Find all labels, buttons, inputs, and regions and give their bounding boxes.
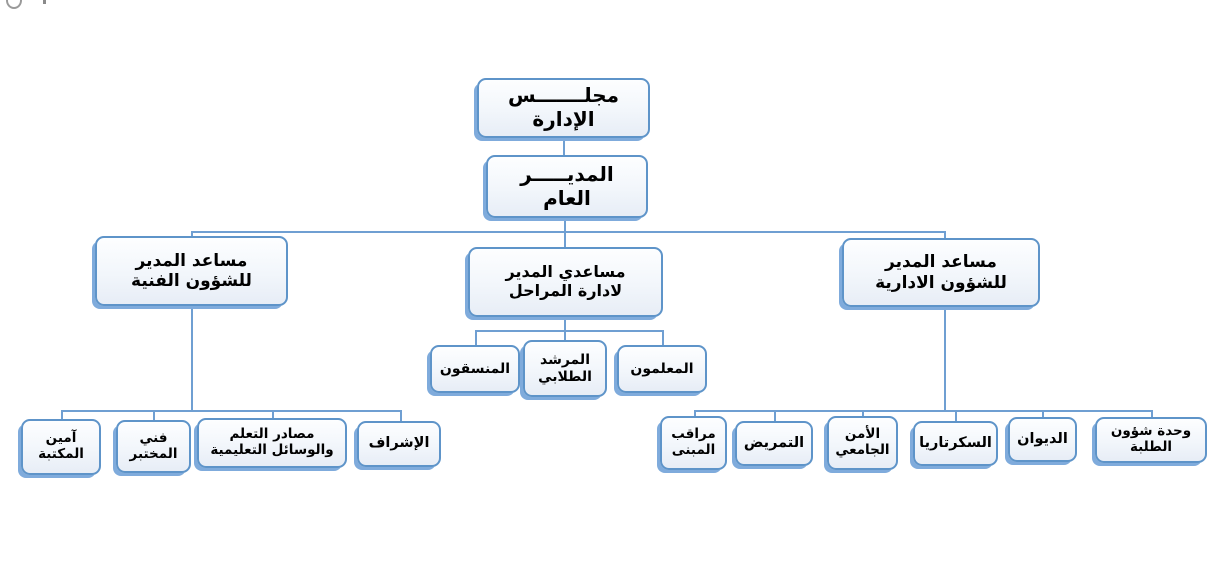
- org-node-assistant-administrative-affairs: مساعد المدير للشؤون الادارية: [842, 238, 1040, 307]
- org-node-teachers-label: المعلمون: [630, 360, 694, 377]
- org-node-diwan-label: الديوان: [1017, 430, 1068, 447]
- org-node-lab-technician: فني المختبر: [116, 420, 191, 473]
- connector-tech-horizontal: [61, 410, 402, 412]
- org-node-supervision-label: الإشراف: [368, 435, 430, 452]
- org-node-supervision: الإشراف: [357, 421, 441, 467]
- org-node-diwan: الديوان: [1008, 417, 1077, 462]
- org-node-assistants-stage-management-label: مساعدي المدير لادارة المراحل: [505, 262, 626, 300]
- connector-stub-diwan: [1042, 410, 1044, 418]
- org-node-student-affairs-unit: وحدة شؤون الطلبة: [1095, 417, 1207, 463]
- org-node-teachers: المعلمون: [617, 345, 707, 393]
- org-node-university-security: الأمن الجامعي: [827, 416, 898, 470]
- org-node-university-security-label: الأمن الجامعي: [835, 426, 890, 458]
- connector-stub-counselor: [564, 330, 566, 341]
- connector-stub-resources: [272, 410, 274, 419]
- org-node-librarian: آمين المكتبة: [21, 419, 101, 475]
- cropped-text-artifact-dot-icon: [43, 0, 46, 4]
- connector-stub-monitor: [694, 410, 696, 417]
- org-node-librarian-label: آمين المكتبة: [38, 430, 84, 462]
- org-node-nursing-label: التمريض: [743, 434, 805, 451]
- org-node-board-label: مجلـــــــس الإدارة: [507, 83, 620, 131]
- org-node-student-affairs-unit-label: وحدة شؤون الطلبة: [1110, 423, 1192, 455]
- connector-admin-horizontal: [694, 410, 1152, 412]
- org-node-coordinators: المنسقون: [430, 345, 520, 393]
- connector-admin-down: [944, 307, 946, 412]
- connector-stub-librarian: [61, 410, 63, 420]
- connector-stages-down: [564, 317, 566, 331]
- connector-stub-asst-admin: [944, 231, 946, 239]
- org-node-assistants-stage-management: مساعدي المدير لادارة المراحل: [468, 247, 663, 317]
- connector-stub-coordinators: [475, 330, 477, 346]
- org-node-building-monitor-label: مراقب المبنى: [671, 426, 716, 458]
- connector-stub-supervision: [400, 410, 402, 422]
- connector-board-gm: [563, 138, 565, 155]
- connector-stub-teachers: [662, 330, 664, 346]
- connector-stages-horizontal: [475, 330, 664, 332]
- org-node-board: مجلـــــــس الإدارة: [477, 78, 650, 138]
- org-node-student-counselor-label: المرشد الطلابي: [538, 351, 592, 385]
- org-node-learning-resources-label: مصادر التعلم والوسائل التعليمية: [210, 426, 334, 458]
- cropped-text-artifact-icon: [6, 0, 22, 9]
- org-node-assistant-technical-affairs: مساعد المدير للشؤون الفنية: [95, 236, 288, 306]
- connector-stub-students: [1151, 410, 1153, 418]
- org-node-lab-technician-label: فني المختبر: [129, 429, 178, 462]
- connector-stub-asst-tech: [191, 231, 193, 237]
- org-node-secretariat-label: السكرتاريا: [919, 434, 992, 451]
- org-node-secretariat: السكرتاريا: [913, 421, 998, 466]
- org-node-coordinators-label: المنسقون: [439, 360, 511, 377]
- connector-level2-horizontal: [191, 231, 946, 233]
- org-node-student-counselor: المرشد الطلابي: [523, 340, 607, 397]
- connector-stub-labtech: [153, 410, 155, 421]
- connector-stub-security: [862, 410, 864, 417]
- connector-stub-nursing: [774, 410, 776, 422]
- org-node-building-monitor: مراقب المبنى: [660, 416, 727, 470]
- connector-tech-down: [191, 306, 193, 412]
- org-node-learning-resources: مصادر التعلم والوسائل التعليمية: [197, 418, 347, 468]
- org-node-general-manager: المديـــــر العام: [486, 155, 648, 218]
- org-node-assistant-technical-affairs-label: مساعد المدير للشؤون الفنية: [131, 250, 252, 291]
- org-node-general-manager-label: المديـــــر العام: [520, 161, 614, 210]
- org-node-nursing: التمريض: [735, 421, 813, 466]
- connector-stub-secretariat: [955, 410, 957, 422]
- org-node-assistant-administrative-affairs-label: مساعد المدير للشؤون الادارية: [875, 252, 1007, 293]
